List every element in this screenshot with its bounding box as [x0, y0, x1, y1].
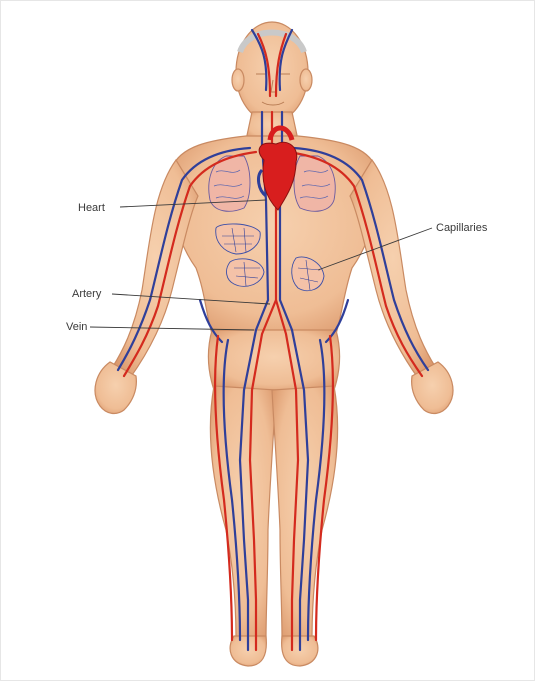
head: [236, 22, 308, 122]
label-heart: Heart: [78, 202, 105, 214]
left-arm: [112, 160, 198, 378]
label-capillaries: Capillaries: [436, 222, 488, 234]
body-silhouette: [95, 22, 453, 666]
left-ear: [232, 69, 244, 91]
label-artery: Artery: [72, 288, 102, 300]
right-ear: [300, 69, 312, 91]
right-arm: [350, 160, 436, 378]
label-vein: Vein: [66, 321, 87, 333]
